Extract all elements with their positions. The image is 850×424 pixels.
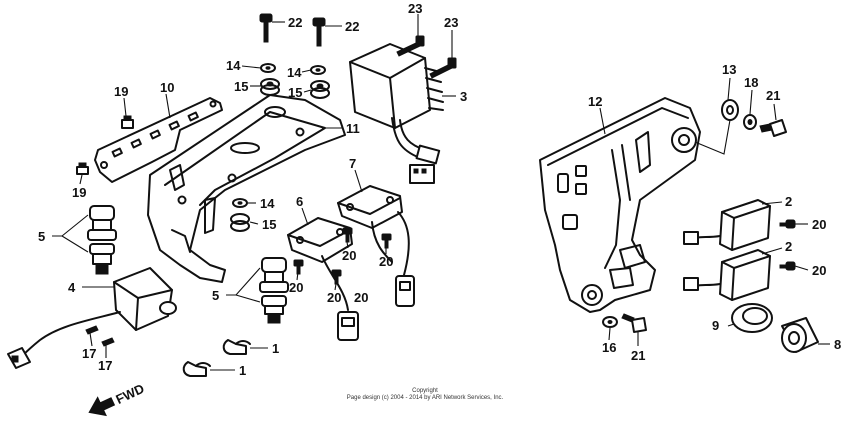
callout-9: 9	[712, 318, 719, 333]
callout-10: 10	[160, 80, 174, 95]
part-12-mounting-plate	[539, 97, 701, 313]
callout-4: 4	[68, 280, 76, 295]
part-20-bolt-c	[342, 227, 353, 243]
callout-6: 6	[296, 194, 303, 209]
part-2-module-lower	[683, 249, 771, 301]
callout-21: 21	[631, 348, 645, 363]
callout-7: 7	[349, 156, 356, 171]
callout-1: 1	[239, 363, 246, 378]
callout-20: 20	[812, 217, 826, 232]
part-21-bolt-lower	[621, 313, 647, 333]
part-17-screw-upper	[85, 325, 99, 335]
part-5-switch-upper	[87, 205, 117, 241]
part-22-bolt-right	[312, 17, 326, 47]
callout-5: 5	[212, 288, 219, 303]
callout-3: 3	[460, 89, 467, 104]
part-20-bolt-b	[331, 269, 342, 285]
callout-20: 20	[327, 290, 341, 305]
part-9-clamp-band	[731, 303, 773, 333]
callout-23: 23	[444, 15, 458, 30]
part-4-pulse-sensor	[7, 267, 177, 369]
copyright-text: Page design (c) 2004 - 2014 by ARI Netwo…	[346, 395, 504, 401]
part-1-clip-upper	[222, 339, 251, 355]
part-14-washer-left	[260, 63, 276, 73]
part-19-screw-upper	[121, 115, 134, 129]
part-21-bolt-upper	[759, 119, 787, 137]
part-18-washer	[743, 114, 757, 130]
leader-lines	[52, 14, 830, 371]
callout-17: 17	[98, 358, 112, 373]
part-23-bolt-upper	[396, 35, 425, 57]
part-5-switch-lower	[89, 243, 115, 275]
part-10-slotted-plate	[94, 97, 223, 183]
part-2-module-upper	[683, 199, 771, 251]
part-11-frame-bracket	[147, 94, 346, 283]
part-15-grommet-middle	[230, 213, 250, 232]
callout-22: 22	[345, 19, 359, 34]
part-20-bolt-right-lower	[779, 261, 796, 271]
part-5-switch-middle-upper	[259, 257, 289, 293]
callout-12: 12	[588, 94, 602, 109]
callout-11: 11	[346, 121, 360, 136]
callout-15: 15	[288, 85, 302, 100]
callout-21: 21	[766, 88, 780, 103]
part-8-cylinder-cap	[781, 317, 819, 353]
callout-14: 14	[287, 65, 302, 80]
callout-20: 20	[342, 248, 356, 263]
callout-2: 2	[785, 194, 792, 209]
part-14-washer-middle	[232, 198, 248, 208]
callout-14: 14	[260, 196, 275, 211]
callout-13: 13	[722, 62, 736, 77]
part-23-bolt-lower	[429, 57, 457, 79]
part-17-screw-lower	[101, 337, 115, 347]
callout-8: 8	[834, 337, 841, 352]
part-7-ignition-module	[337, 185, 415, 307]
part-15-grommet-right	[310, 80, 330, 99]
callout-17: 17	[82, 346, 96, 361]
callout-19: 19	[114, 84, 128, 99]
part-3-regulator-rectifier	[349, 43, 444, 184]
callout-22: 22	[288, 15, 302, 30]
callout-20: 20	[812, 263, 826, 278]
part-15-grommet-left	[260, 78, 280, 96]
callout-14: 14	[226, 58, 241, 73]
copyright-notice: Copyright Page design (c) 2004 - 2014 by…	[0, 388, 850, 402]
callout-20: 20	[289, 280, 303, 295]
part-20-bolt-d	[381, 233, 392, 249]
part-13-collar	[721, 99, 739, 121]
callout-20: 20	[354, 290, 368, 305]
callout-15: 15	[234, 79, 248, 94]
part-14-washer-right	[310, 65, 326, 75]
callout-15: 15	[262, 217, 276, 232]
callout-labels: 22 22 23 23 14 14 15 15 3 19 10 11 19 7 …	[38, 1, 841, 378]
callout-19: 19	[72, 185, 86, 200]
copyright-title: Copyright	[412, 388, 438, 394]
callout-20: 20	[379, 254, 393, 269]
callout-2: 2	[785, 239, 792, 254]
callout-1: 1	[272, 341, 279, 356]
part-1-clip-lower	[182, 361, 211, 377]
callout-23: 23	[408, 1, 422, 16]
part-19-screw-lower	[76, 162, 89, 175]
callout-18: 18	[744, 75, 758, 90]
callout-16: 16	[602, 340, 616, 355]
part-5-switch-middle-lower	[261, 295, 287, 324]
part-22-bolt-left	[259, 13, 273, 43]
callout-5: 5	[38, 229, 45, 244]
part-20-bolt-right-upper	[779, 219, 796, 229]
part-16-washer	[602, 316, 618, 328]
part-20-bolt-a	[293, 259, 304, 275]
